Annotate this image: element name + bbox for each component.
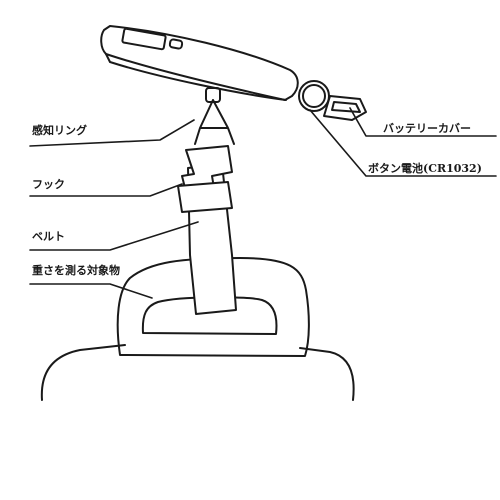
leader-sensing-ring	[29, 119, 195, 147]
leader-hook	[29, 183, 183, 197]
battery-cover-inner	[331, 101, 361, 113]
button-battery-inner	[302, 84, 326, 108]
label-hook: フック	[32, 178, 65, 191]
label-sensing-ring: 感知リング	[32, 124, 87, 137]
scale-button	[168, 38, 184, 50]
leader-battery-cover	[349, 107, 497, 137]
hook-clip	[177, 181, 233, 213]
battery-cover	[323, 95, 367, 121]
bag-handle-outer	[116, 257, 310, 357]
label-object-to-weigh: 重さを測る対象物	[32, 264, 120, 277]
leader-button-battery	[309, 109, 497, 177]
sensing-ring	[194, 99, 235, 145]
label-belt: ベルト	[32, 230, 65, 243]
leader-object	[29, 283, 153, 299]
label-button-battery: ボタン電池(CR1032)	[368, 162, 482, 175]
scale-bottom-edge	[105, 53, 287, 101]
bag-body	[40, 344, 355, 401]
scale-body	[100, 25, 299, 101]
scale-display	[121, 27, 167, 51]
leader-belt	[29, 221, 199, 251]
label-battery-cover: バッテリーカバー	[383, 122, 471, 135]
